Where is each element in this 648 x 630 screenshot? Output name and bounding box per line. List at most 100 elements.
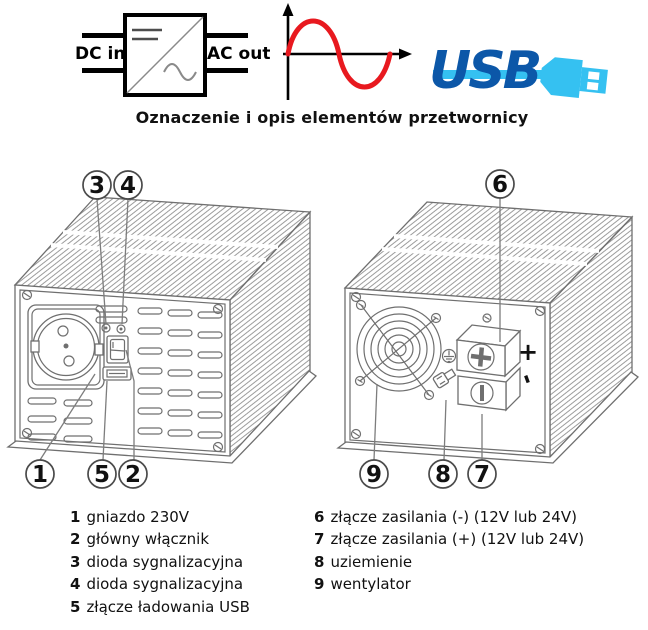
legend-item: 9 wentylator (314, 573, 584, 595)
fan-guard (360, 304, 430, 396)
y-axis-arrow (282, 3, 294, 16)
panel-screws (350, 291, 546, 455)
plus-screw-slot (477, 347, 485, 367)
legend-item-text: główny włącznik (86, 530, 210, 549)
usb-plug-connector (579, 67, 608, 94)
socket-screw (63, 343, 69, 349)
vent-slots (27, 305, 223, 443)
callout-2: 2 (125, 462, 141, 488)
callout-3: 3 (89, 173, 105, 199)
callout-2-circle (118, 459, 148, 489)
callout-6: 6 (492, 172, 508, 198)
fan-guard (359, 317, 437, 382)
legend-item: 5 złącze ładowania USB (70, 596, 314, 618)
fan (354, 299, 442, 401)
legend-item-number: 2 (70, 530, 81, 549)
legend-item: 2 główny włącznik (70, 528, 314, 550)
callout-4-circle (113, 170, 143, 200)
callout-4: 4 (120, 173, 136, 199)
mounting-flange (6, 370, 317, 464)
case-groove (381, 247, 588, 266)
ac-symbol (163, 63, 197, 81)
legend-item-text: dioda sygnalizacyjna (86, 552, 244, 571)
callout-7-circle (467, 459, 497, 489)
legend-item-text: dioda sygnalizacyjna (86, 575, 244, 594)
callout-9: 9 (366, 462, 382, 488)
ac-out-label: AC out (207, 44, 270, 64)
rear-panel-inset (349, 292, 546, 454)
callout-5-circle (87, 459, 117, 489)
ground-stud (432, 368, 457, 389)
legend-item-number: 5 (70, 597, 81, 616)
legend-item-text: złącze zasilania (-) (12V lub 24V) (330, 508, 577, 526)
sine-curve (285, 18, 393, 90)
legend-item-number: 9 (314, 575, 325, 594)
legend: 1 gniazdo 230V 2 główny włącznik 3 dioda sygn… (0, 506, 648, 618)
legend-item-text: złącze zasilania (+) (12V lub 24V) (330, 530, 585, 549)
fan-screws (354, 299, 442, 401)
callout-leader-lines (39, 198, 501, 461)
usb-plug-body (540, 57, 583, 98)
dc-ac-converter-icon: DC in AC out (75, 13, 270, 97)
converter-diagonal (126, 16, 204, 94)
inverter-front-view (6, 196, 317, 464)
legend-column-left: 1 gniazdo 230V 2 główny włącznik 3 dioda sygn… (70, 506, 314, 618)
callout-7: 7 (474, 462, 490, 488)
plus-label: + (518, 338, 538, 366)
front-panel-inset (19, 289, 226, 453)
legend-item-number: 4 (70, 575, 81, 594)
ac-wire-top (205, 33, 248, 38)
usb-charging-port (102, 366, 132, 381)
legend-item-text: gniazdo 230V (86, 508, 190, 526)
inverter-rear-view: + - (336, 201, 639, 464)
legend-item: 4 dioda sygnalizacyjna (70, 573, 314, 595)
legend-item-text: złącze ładowania USB (86, 597, 250, 616)
callout-8: 8 (435, 462, 451, 488)
legend-item-text: wentylator (330, 575, 411, 594)
page-title: Oznaczenie i opis elementów przetwornicy (135, 108, 529, 127)
callout-8-circle (428, 459, 458, 489)
inverter-diagrams: + - 3 4 6 1 5 2 9 8 7 (6, 169, 639, 489)
ac-socket-230v (27, 304, 105, 390)
x-axis-arrow (399, 48, 412, 60)
callout-5: 5 (94, 462, 110, 488)
usb-plug-icon (540, 57, 608, 98)
dc-wire-top (82, 33, 125, 38)
callout-3-circle (82, 170, 112, 200)
legend-item-number: 1 (70, 508, 81, 526)
dc-in-label: DC in (75, 44, 125, 64)
legend-item: 3 dioda sygnalizacyjna (70, 551, 314, 573)
usb-logo: USB (429, 41, 608, 101)
callout-1: 1 (32, 462, 48, 488)
socket-ground-clip (94, 343, 104, 356)
usb-plug-contact (587, 71, 600, 80)
usb-plug-contact (586, 81, 599, 91)
signal-led-1-dot (104, 326, 108, 330)
usb-logo-text: USB (429, 41, 540, 101)
legend-item: 7 złącze zasilania (+) (12V lub 24V) (314, 528, 584, 550)
sine-wave-icon (282, 3, 412, 100)
callout-1-circle (25, 459, 55, 489)
signal-led-2 (116, 324, 126, 334)
legend-item-number: 7 (314, 530, 325, 549)
socket-pin-hole (57, 325, 69, 337)
legend-item: 1 gniazdo 230V (70, 506, 314, 528)
case-groove (62, 230, 279, 249)
callout-6-circle (485, 169, 515, 199)
legend-item-number: 8 (314, 552, 325, 571)
ground-point (432, 348, 457, 389)
usb-underline-bar (433, 70, 558, 79)
socket-pin-hole (63, 355, 75, 367)
panel-screws (21, 289, 224, 453)
legend-item-number: 3 (70, 552, 81, 571)
callout-9-circle (359, 459, 389, 489)
socket-ground-clip (30, 340, 40, 353)
case-groove (393, 234, 600, 253)
mounting-flange (336, 371, 639, 464)
power-switch (106, 335, 129, 364)
ac-wire-bottom (205, 68, 248, 73)
